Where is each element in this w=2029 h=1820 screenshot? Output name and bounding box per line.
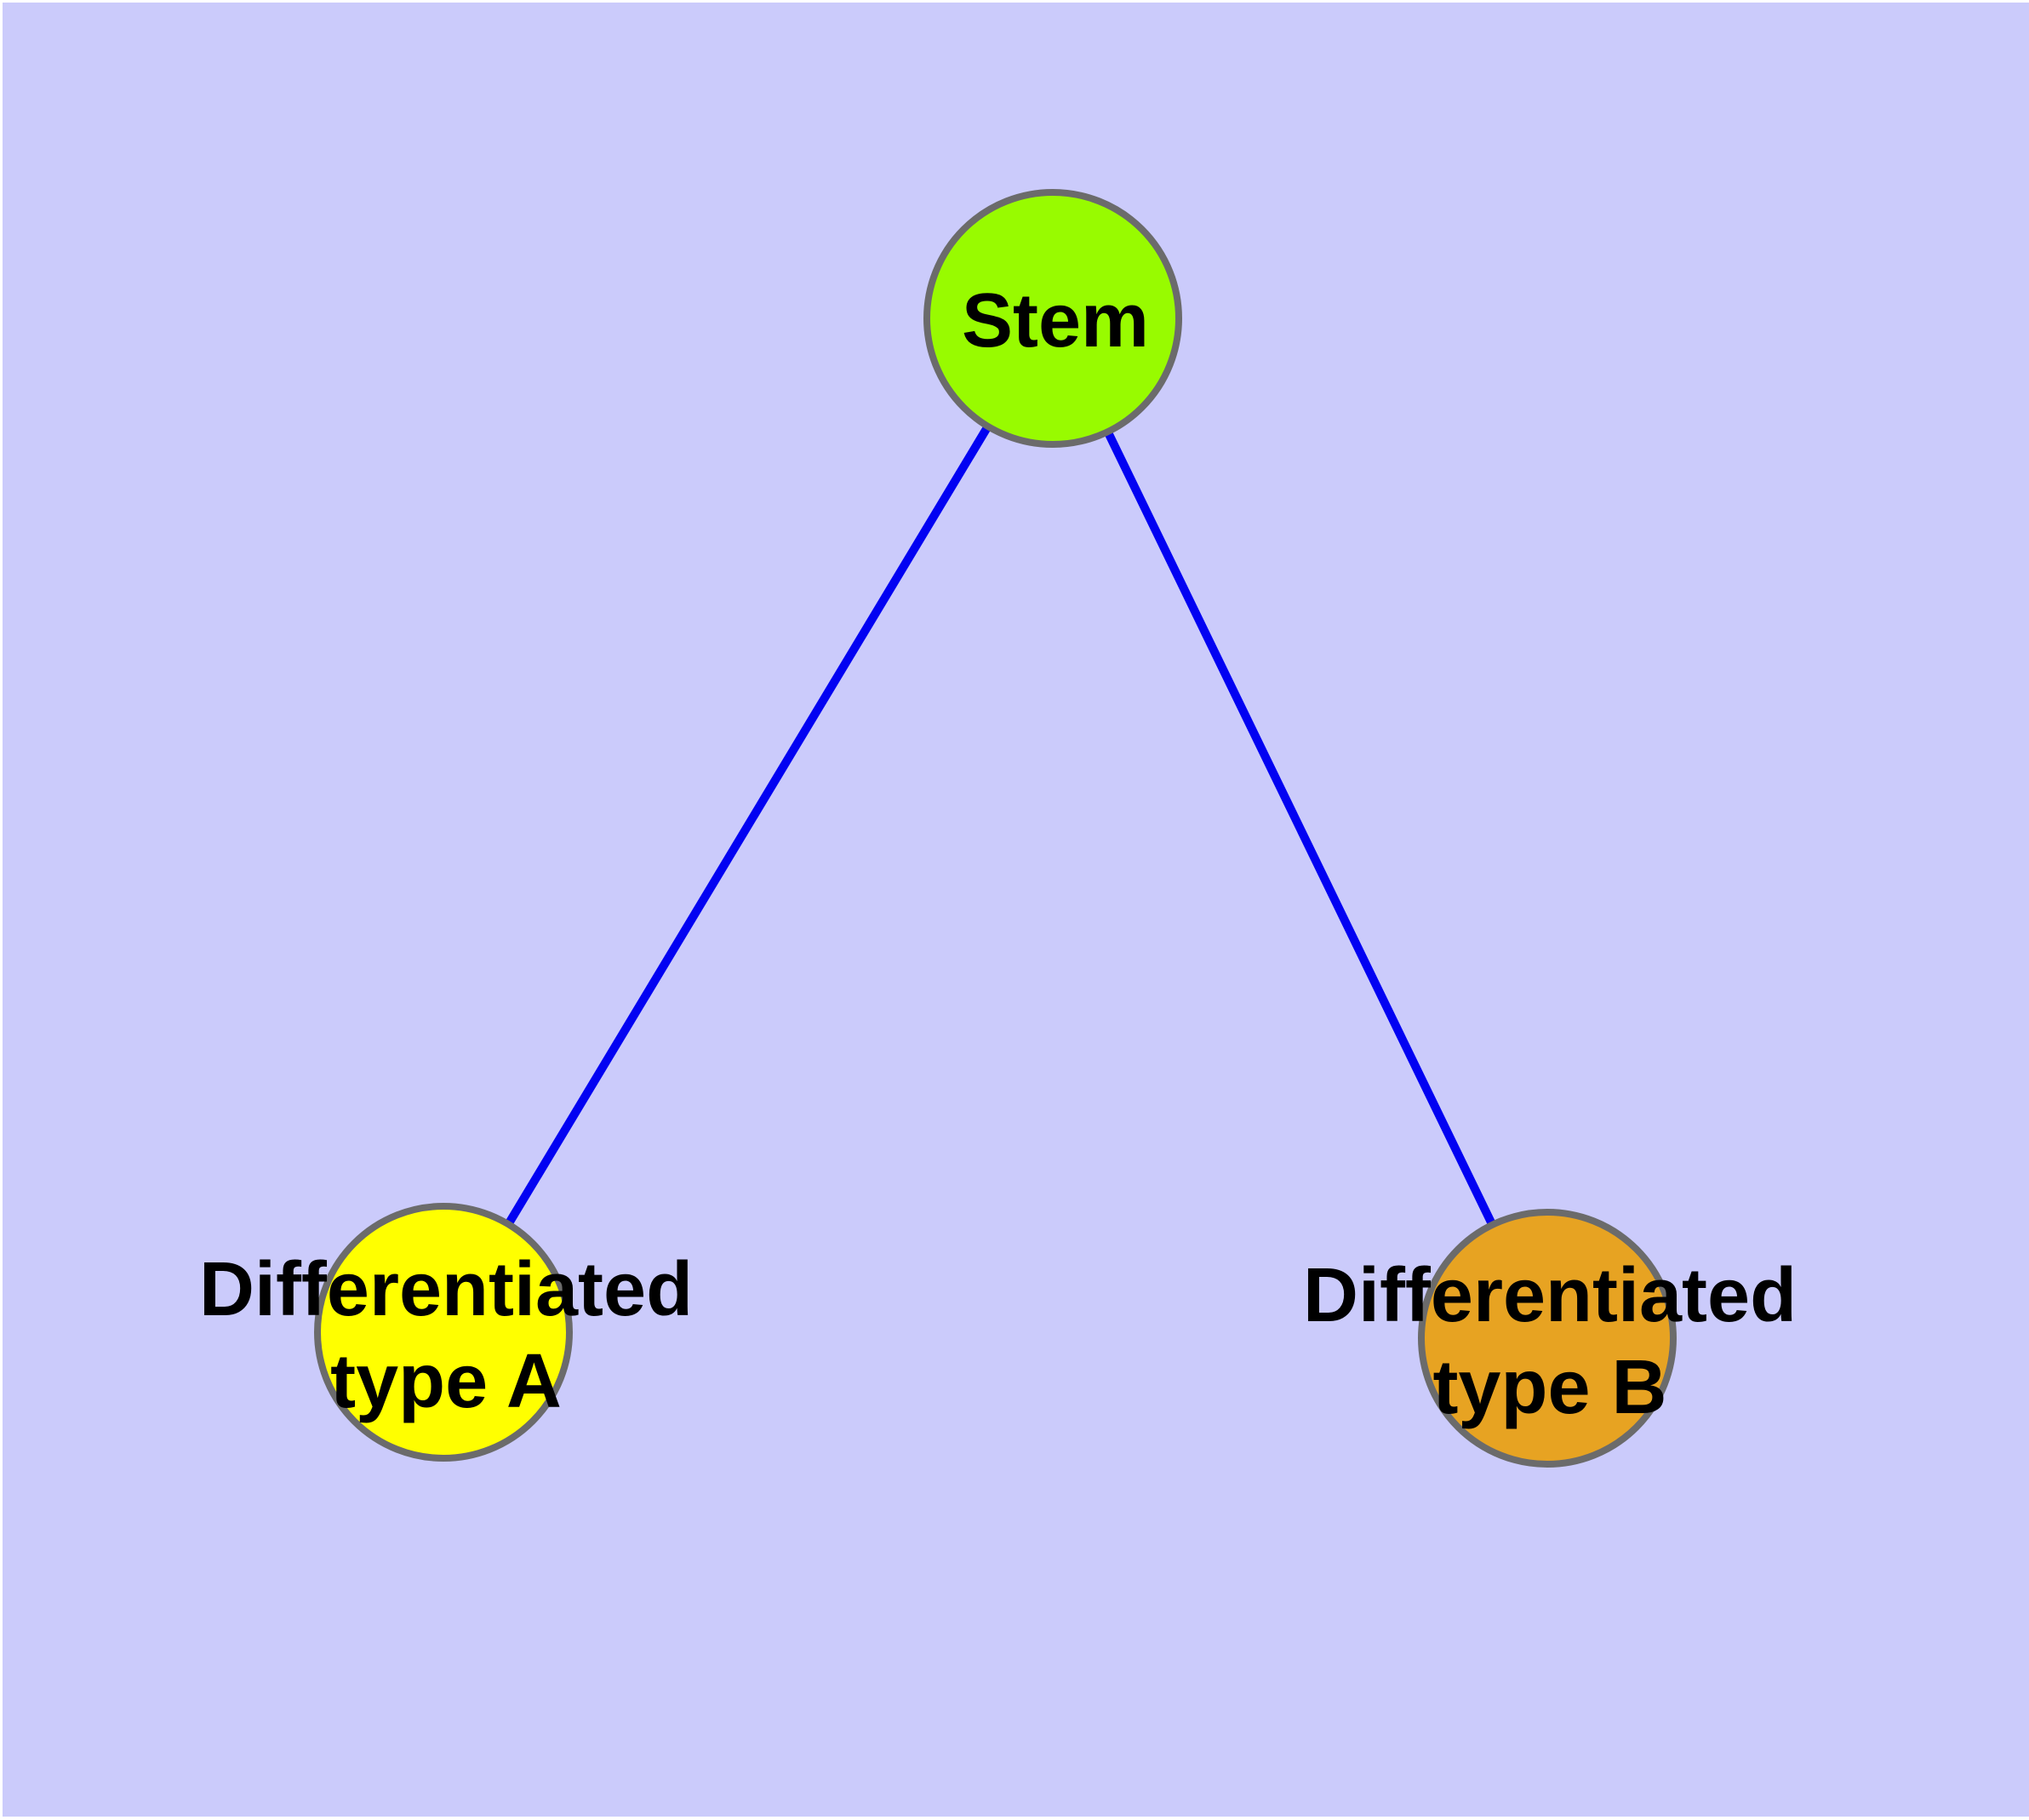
graph-svg [3,3,2029,1817]
node-type-a-circle [314,1203,573,1462]
edge-stem-to-type-b [1049,316,1552,1341]
node-type-b-circle [1418,1209,1677,1468]
edge-stem-to-type-a [439,316,1057,1335]
node-stem-circle [923,189,1182,448]
diagram-canvas: Stem Differentiated type A Differentiate… [3,3,2029,1817]
